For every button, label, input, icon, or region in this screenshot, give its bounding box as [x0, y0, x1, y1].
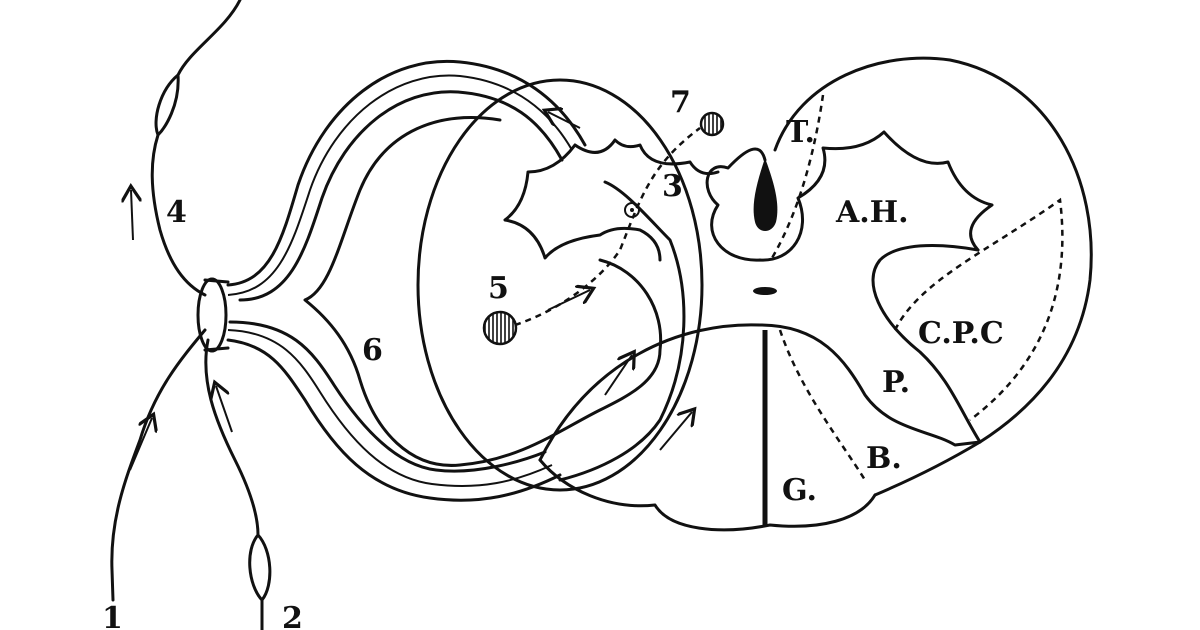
right-lobe-outline — [773, 56, 1093, 497]
posterior-lobes — [538, 458, 877, 532]
arrow-1 — [129, 418, 152, 471]
arrow-top — [548, 112, 581, 129]
central-canal-teardrop — [753, 158, 778, 231]
label-t: T. — [786, 115, 815, 150]
root-band-bottom-inner2 — [228, 320, 547, 473]
nerve-1 — [110, 328, 207, 602]
cell-5 — [482, 310, 518, 346]
arrow-lower — [659, 412, 692, 451]
central-canal — [753, 287, 777, 295]
cell-3 — [624, 202, 640, 218]
root-cylinder-side — [203, 278, 230, 352]
root-band-top — [226, 59, 587, 287]
dorsal-tract — [558, 180, 686, 482]
label-6: 6 — [362, 333, 383, 368]
label-p: P. — [882, 365, 910, 400]
arrow-tract — [604, 355, 632, 396]
cell-7 — [699, 111, 725, 137]
root-cylinder — [196, 277, 228, 353]
left-grey-matter — [503, 138, 720, 262]
posterior-column-border — [538, 323, 982, 462]
root-band-bottom — [226, 338, 562, 502]
cell-3-dot — [630, 208, 634, 212]
loop-6 — [303, 116, 663, 467]
label-ah: A.H. — [835, 195, 909, 230]
nerve-4 — [150, 0, 242, 297]
posterior-horn — [871, 244, 982, 444]
arrow-4 — [131, 190, 133, 241]
label-g: G. — [782, 473, 817, 508]
label-5: 5 — [488, 271, 509, 306]
dashed-tract-cpc — [893, 197, 1064, 421]
arrow-2 — [216, 386, 233, 433]
label-2: 2 — [282, 601, 303, 630]
root-band-top-inner2 — [238, 90, 564, 302]
label-4: 4 — [166, 195, 187, 230]
label-cpc: C.P.C — [918, 316, 1004, 351]
arrows — [129, 112, 692, 471]
arrow-5 — [547, 290, 590, 311]
label-3: 3 — [662, 169, 683, 204]
root-band-top-inner — [227, 74, 573, 296]
label-1: 1 — [102, 601, 123, 630]
anterior-horn — [705, 130, 994, 262]
root-band-bottom-inner — [227, 329, 553, 487]
label-b: B. — [866, 441, 902, 476]
left-lobe-outline — [416, 78, 704, 492]
label-7: 7 — [670, 85, 691, 120]
nerve-2 — [204, 338, 272, 630]
dashed-tract-gb — [778, 329, 867, 481]
